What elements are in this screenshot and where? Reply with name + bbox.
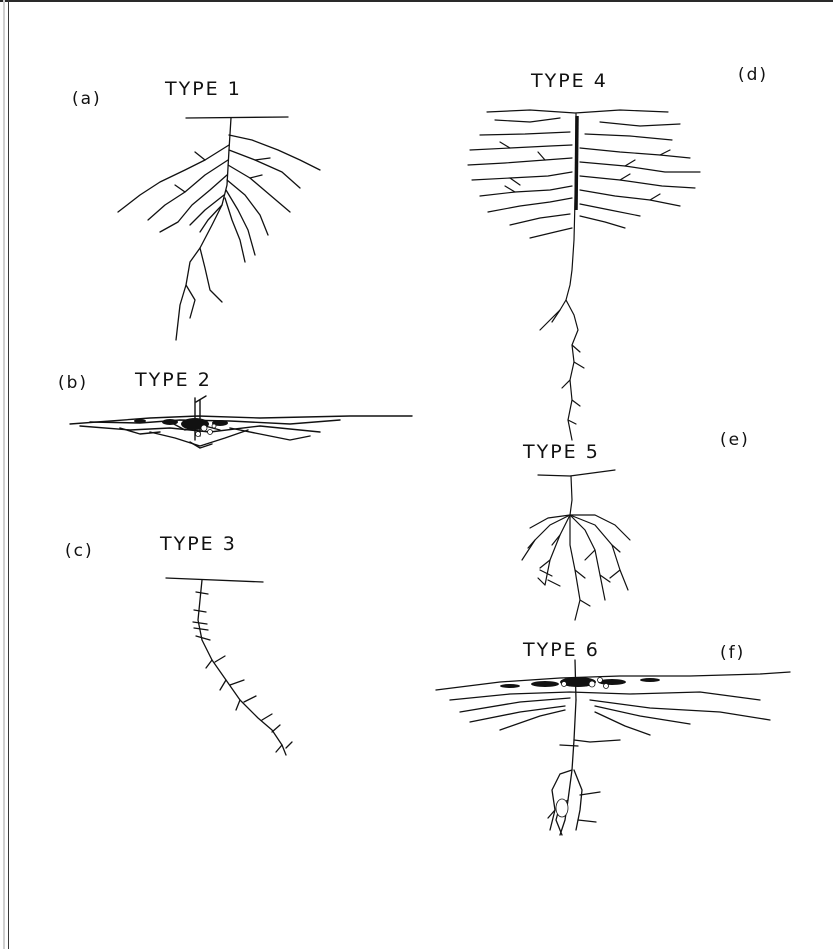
title-type-1: TYPE 1 [164, 78, 242, 100]
label-e: (e) [720, 430, 750, 450]
root-system-type-5 [522, 470, 630, 620]
diagram-type-2: (b) TYPE 2 [58, 369, 412, 448]
diagram-type-3: (c) TYPE 3 [65, 533, 292, 755]
title-type-2: TYPE 2 [134, 369, 212, 391]
diagram-type-4: TYPE 4 (d) [468, 65, 768, 440]
label-d: (d) [738, 65, 768, 85]
title-type-4: TYPE 4 [530, 70, 608, 92]
root-system-type-2 [70, 396, 412, 448]
label-a: (a) [72, 89, 102, 109]
root-mat-type-6 [500, 677, 660, 688]
root-system-type-4 [468, 110, 700, 440]
taproot-type-4 [576, 116, 577, 210]
root-system-type-6 [436, 660, 790, 835]
diagram-type-1: (a) TYPE 1 [72, 78, 320, 340]
title-type-3: TYPE 3 [159, 533, 237, 555]
label-f: (f) [720, 643, 745, 663]
label-c: (c) [65, 541, 94, 561]
root-system-type-1 [118, 117, 320, 340]
diagram-type-5: TYPE 5 (e) [522, 430, 750, 620]
diagram-type-6: TYPE 6 (f) [436, 639, 790, 835]
title-type-5: TYPE 5 [522, 441, 600, 463]
title-type-6: TYPE 6 [522, 639, 600, 661]
root-system-type-3 [166, 578, 292, 755]
label-b: (b) [58, 373, 88, 393]
